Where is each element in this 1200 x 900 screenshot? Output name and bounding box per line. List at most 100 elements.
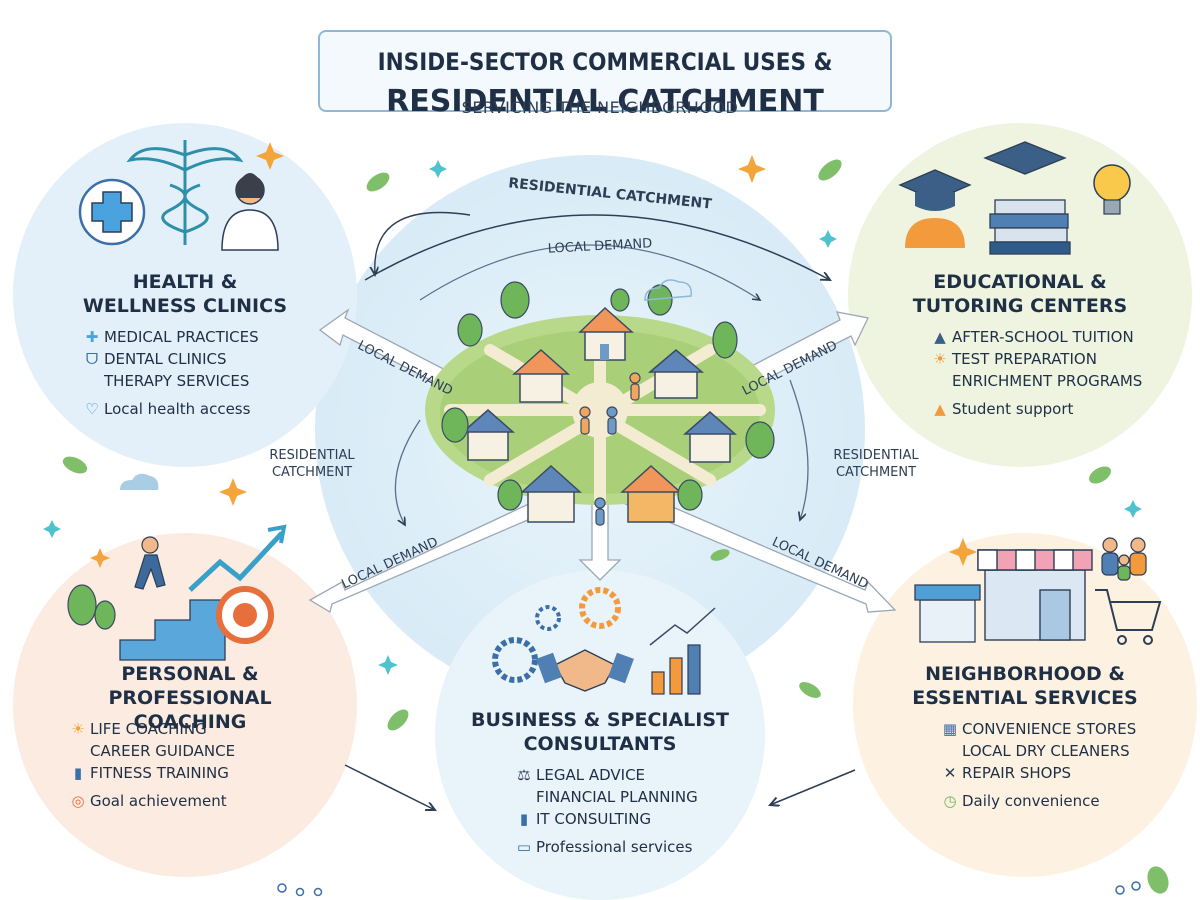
people-icon: [277, 881, 1141, 897]
list-item-footer: ▭Professional services: [512, 836, 698, 858]
sparkle-icon: [90, 142, 977, 568]
storefront-icon: [977, 549, 1093, 641]
list-item-footer: ▲Student support: [928, 398, 1142, 420]
medical-cross-icon: [78, 178, 146, 246]
coaching-hub-list: ☀ LIFE COACHING CAREER GUIDANCE ▮ FITNESS …: [66, 718, 235, 812]
list-item: ENRICHMENT PROGRAMS: [928, 370, 1142, 392]
list-item-label: DENTAL CLINICS: [104, 350, 227, 368]
title-box: INSIDE-SECTOR COMMERCIAL USES & RESIDENT…: [318, 30, 892, 119]
education-hub-list: ▲AFTER-SCHOOL TUITION ☀TEST PREPARATION …: [928, 326, 1142, 420]
house-icon: [578, 306, 634, 361]
list-item-label: REPAIR SHOPS: [962, 764, 1072, 782]
business-hub-list: ⚖LEGAL ADVICE FINANCIAL PLANNING ▮IT CON…: [512, 764, 698, 858]
list-item-label: LEGAL ADVICE: [536, 766, 646, 784]
house-icon: [512, 348, 570, 403]
family-icon: [1101, 537, 1147, 581]
target-icon: [216, 586, 274, 644]
tooth-icon: ᗜ: [85, 350, 99, 368]
shopping-cart-icon: [1095, 589, 1162, 645]
link-arrow-left: [344, 764, 435, 810]
medical-cross-icon: ✚: [85, 328, 99, 346]
list-item-label: THERAPY SERVICES: [104, 372, 250, 390]
education-hub-title: EDUCATIONAL & TUTORING CENTERS: [912, 271, 1128, 317]
graduation-cap-icon: [898, 141, 1067, 248]
graduation-cap-icon: ▲: [934, 400, 946, 418]
tree-icon: [67, 584, 116, 630]
house-icon: [647, 349, 705, 399]
gear-icon: [535, 605, 561, 631]
health-hub-list: ✚MEDICAL PRACTICES ᗜ DENTAL CLINICS THERA…: [80, 326, 259, 420]
list-item: ᗜ DENTAL CLINICS: [80, 348, 259, 370]
heart-icon: ♡: [85, 400, 99, 418]
link-arrow-right: [770, 769, 856, 805]
subtitle: SERVICING THE NEIGHBORHOOD: [461, 98, 739, 117]
list-item: CAREER GUIDANCE: [66, 740, 235, 762]
list-item: ✕ REPAIR SHOPS: [938, 762, 1136, 784]
list-item-footer: ♡ Local health access: [80, 398, 259, 420]
bar-chart-icon: ▮: [519, 810, 529, 828]
cloud-icon: [120, 279, 692, 490]
footer-label: Local health access: [104, 400, 251, 418]
arc-arrow-left: [394, 419, 421, 525]
lightbulb-icon: ☀: [71, 720, 85, 738]
list-item-label: CONVENIENCE STORES: [962, 720, 1137, 738]
doctor-icon: [221, 173, 279, 251]
storefront-icon: ▦: [942, 720, 958, 738]
list-item-label: ENRICHMENT PROGRAMS: [952, 372, 1143, 390]
list-item: ▦CONVENIENCE STORES: [938, 718, 1136, 740]
list-item: ▮ IT CONSULTING: [512, 808, 698, 830]
sparkle-icon: [43, 160, 1142, 675]
neighborhood-hub-list: ▦CONVENIENCE STORES LOCAL DRY CLEANERS ✕…: [938, 718, 1136, 812]
footer-label: Goal achievement: [90, 792, 227, 810]
list-item: ☀ TEST PREPARATION: [928, 348, 1142, 370]
house-icon: [461, 409, 515, 461]
caduceus-icon: [126, 140, 244, 245]
target-icon: ◎: [71, 792, 85, 810]
list-item-label: TEST PREPARATION: [952, 350, 1097, 368]
shop-icon: [914, 584, 981, 643]
lightbulb-icon: [1093, 164, 1131, 215]
briefcase-icon: ▭: [516, 838, 532, 856]
coaching-hub-title: PERSONAL & PROFESSIONAL COACHING: [108, 663, 272, 733]
house-icon: [520, 464, 582, 523]
graduation-cap-icon: ▲: [934, 328, 946, 346]
list-item-label: CAREER GUIDANCE: [90, 742, 236, 760]
house-icon: [683, 411, 737, 463]
arc-arrow-top-left: [375, 211, 471, 276]
list-item-label: AFTER-SCHOOL TUITION: [952, 328, 1134, 346]
inner-arc-arrow: [419, 244, 760, 300]
list-item-label: FITNESS TRAINING: [90, 764, 229, 782]
page-title: RESIDENTIAL CATCHMENT: [386, 84, 824, 119]
neighborhood-hub-title: NEIGHBORHOOD & ESSENTIAL SERVICES: [912, 663, 1138, 709]
residents-icon: [579, 372, 641, 526]
footer-label: Professional services: [536, 838, 693, 856]
list-item-footer: ◎ Goal achievement: [66, 790, 235, 812]
person-climbing-icon: [134, 536, 166, 590]
leaf-icon: [62, 159, 1169, 894]
label-residential-catchment-right: RESIDENTIAL CATCHMENT: [833, 448, 919, 480]
gear-icon: [579, 587, 621, 629]
list-item-label: IT CONSULTING: [536, 810, 652, 828]
growth-arrow-icon: [188, 524, 287, 592]
arc-arrow-right: [789, 379, 809, 520]
stairs-icon: [119, 599, 226, 661]
band-arrow-down: [578, 499, 622, 581]
bar-chart-icon: ▮: [73, 764, 83, 782]
arc-arrow-top: [364, 214, 830, 280]
list-item: ✚MEDICAL PRACTICES: [80, 326, 259, 348]
list-item-label: LIFE COACHING: [90, 720, 207, 738]
business-hub-circle: [435, 570, 765, 900]
list-item-label: FINANCIAL PLANNING: [536, 788, 698, 806]
list-item: THERAPY SERVICES: [80, 370, 259, 392]
title-line-1: INSIDE-SECTOR COMMERCIAL USES &: [377, 48, 833, 76]
footer-label: Daily convenience: [962, 792, 1100, 810]
clock-icon: ◷: [943, 792, 957, 810]
list-item-label: LOCAL DRY CLEANERS: [962, 742, 1130, 760]
lightbulb-icon: ☀: [933, 350, 947, 368]
list-item: LOCAL DRY CLEANERS: [938, 740, 1136, 762]
health-hub-title: HEALTH & WELLNESS CLINICS: [82, 271, 288, 317]
list-item: ▲ AFTER-SCHOOL TUITION: [928, 326, 1142, 348]
tools-icon: ✕: [943, 764, 957, 782]
